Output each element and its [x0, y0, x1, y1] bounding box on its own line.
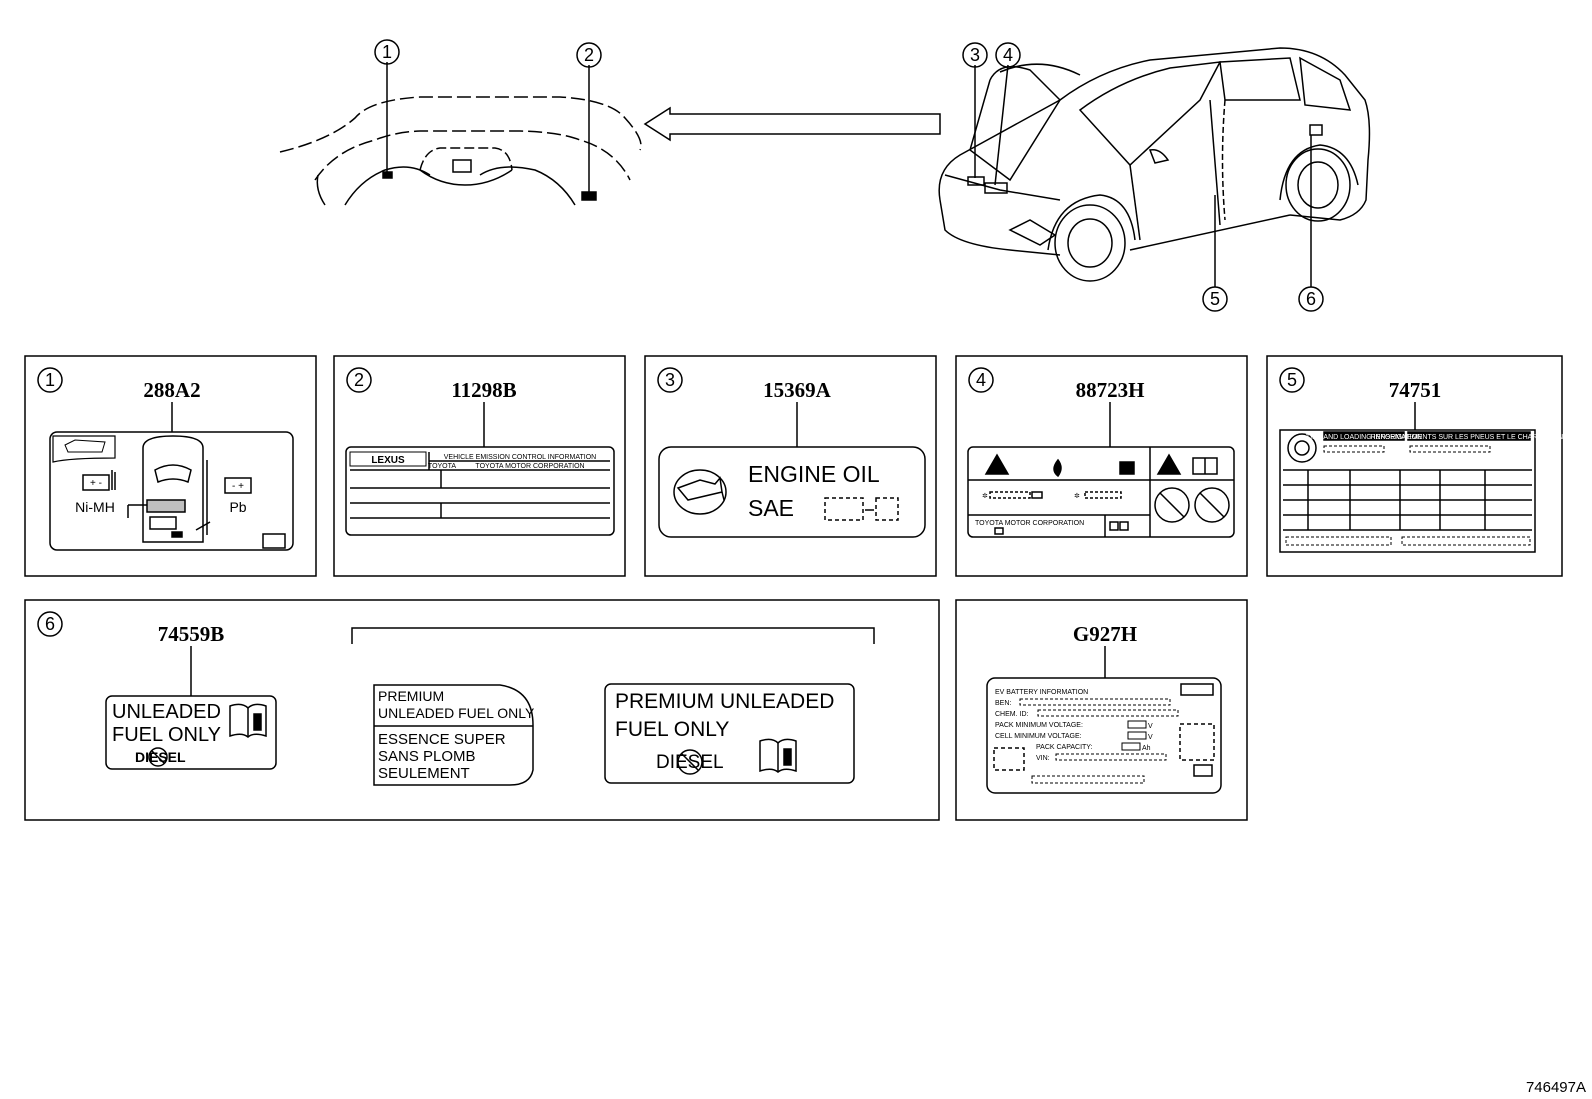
svg-text:2: 2: [354, 370, 364, 390]
svg-text:DIESEL: DIESEL: [135, 749, 186, 765]
direction-arrow: [643, 106, 941, 142]
svg-text:1: 1: [45, 370, 55, 390]
svg-text:FUEL ONLY: FUEL ONLY: [615, 718, 729, 741]
svg-text:ENGINE OIL: ENGINE OIL: [748, 461, 880, 487]
svg-text:V: V: [1148, 723, 1153, 730]
svg-text:88723H: 88723H: [1076, 378, 1145, 402]
svg-text:3: 3: [970, 45, 980, 65]
svg-text:TIRE AND LOADING INFORMATION: TIRE AND LOADING INFORMATION: [1306, 434, 1422, 441]
svg-text:SEULEMENT: SEULEMENT: [378, 765, 470, 782]
svg-text:288A2: 288A2: [143, 378, 200, 402]
svg-text:✲: ✲: [982, 492, 988, 500]
svg-text:SANS PLOMB: SANS PLOMB: [378, 748, 476, 765]
svg-text:UNLEADED: UNLEADED: [112, 701, 221, 723]
svg-text:Pb: Pb: [229, 499, 246, 515]
panel-6: 6 74559B UNLEADED FUEL ONLY DIESEL PREMI…: [24, 599, 940, 821]
svg-text:Ah: Ah: [1142, 745, 1151, 752]
svg-text:+ -: + -: [90, 478, 102, 489]
svg-text:TOYOTA: TOYOTA: [428, 463, 456, 470]
svg-text:VEHICLE EMISSION CONTROL INFOR: VEHICLE EMISSION CONTROL INFORMATION: [444, 454, 596, 461]
svg-text:15369A: 15369A: [763, 378, 832, 402]
svg-text:UNLEADED FUEL ONLY: UNLEADED FUEL ONLY: [378, 705, 535, 721]
svg-text:EV BATTERY INFORMATION: EV BATTERY INFORMATION: [995, 689, 1088, 696]
svg-text:TOYOTA MOTOR CORPORATION: TOYOTA MOTOR CORPORATION: [475, 463, 584, 470]
svg-text:Ni-MH: Ni-MH: [75, 499, 115, 515]
svg-text:LEXUS: LEXUS: [371, 455, 405, 466]
svg-text:PACK CAPACITY:: PACK CAPACITY:: [1036, 744, 1093, 751]
svg-text:G927H: G927H: [1073, 622, 1137, 646]
svg-text:V: V: [1148, 734, 1153, 741]
svg-text:TOYOTA MOTOR CORPORATION: TOYOTA MOTOR CORPORATION: [975, 520, 1084, 527]
svg-text:✲: ✲: [1074, 492, 1080, 500]
svg-text:4: 4: [1003, 45, 1013, 65]
svg-text:RENSEIGNEMENTS SUR LES PNEUS E: RENSEIGNEMENTS SUR LES PNEUS ET LE CHARG…: [1371, 434, 1568, 441]
svg-text:PACK MINIMUM VOLTAGE:: PACK MINIMUM VOLTAGE:: [995, 722, 1083, 729]
panel-2: 2 11298B LEXUS VEHICLE EMISSION CONTROL …: [333, 355, 626, 577]
panel-1: 1 288A2 + - - + Ni-MH Pb: [24, 355, 317, 577]
panel-5: 5 74751 TIRE AND LOADING INFORMATION REN…: [1266, 355, 1568, 577]
svg-text:5: 5: [1287, 370, 1297, 390]
svg-text:CELL MINIMUM VOLTAGE:: CELL MINIMUM VOLTAGE:: [995, 733, 1082, 740]
svg-text:- +: - +: [232, 481, 244, 492]
svg-text:PREMIUM UNLEADED: PREMIUM UNLEADED: [615, 690, 834, 713]
panel-g927h: G927H EV BATTERY INFORMATION BEN: CHEM. …: [955, 599, 1248, 821]
svg-text:FUEL ONLY: FUEL ONLY: [112, 724, 221, 746]
svg-text:ESSENCE SUPER: ESSENCE SUPER: [378, 731, 506, 748]
svg-text:CHEM. ID:: CHEM. ID:: [995, 711, 1029, 718]
svg-text:2: 2: [584, 45, 594, 65]
svg-text:5: 5: [1210, 289, 1220, 309]
svg-text:PREMIUM: PREMIUM: [378, 688, 444, 704]
svg-text:VIN:: VIN:: [1036, 755, 1050, 762]
panel-4: 4 88723H ✲ ✲ TOYOTA MOTOR CORPORATION: [955, 355, 1248, 577]
svg-text:11298B: 11298B: [451, 378, 516, 402]
svg-text:74751: 74751: [1389, 378, 1442, 402]
panel-3: 3 15369A ENGINE OIL SAE: [644, 355, 937, 577]
callout-2-top: [576, 42, 602, 68]
svg-text:74559B: 74559B: [158, 622, 225, 646]
svg-text:3: 3: [665, 370, 675, 390]
svg-text:6: 6: [45, 614, 55, 634]
diagram-id: 746497A: [1526, 1079, 1586, 1096]
car-illustration: 3 4 5 6: [938, 42, 1371, 312]
underhood-view: 1 2: [279, 39, 642, 206]
callout-1-top: [374, 39, 400, 65]
svg-text:6: 6: [1306, 289, 1316, 309]
svg-text:BEN:: BEN:: [995, 700, 1011, 707]
svg-text:SAE: SAE: [748, 495, 794, 521]
svg-text:1: 1: [382, 42, 392, 62]
svg-text:4: 4: [976, 370, 986, 390]
